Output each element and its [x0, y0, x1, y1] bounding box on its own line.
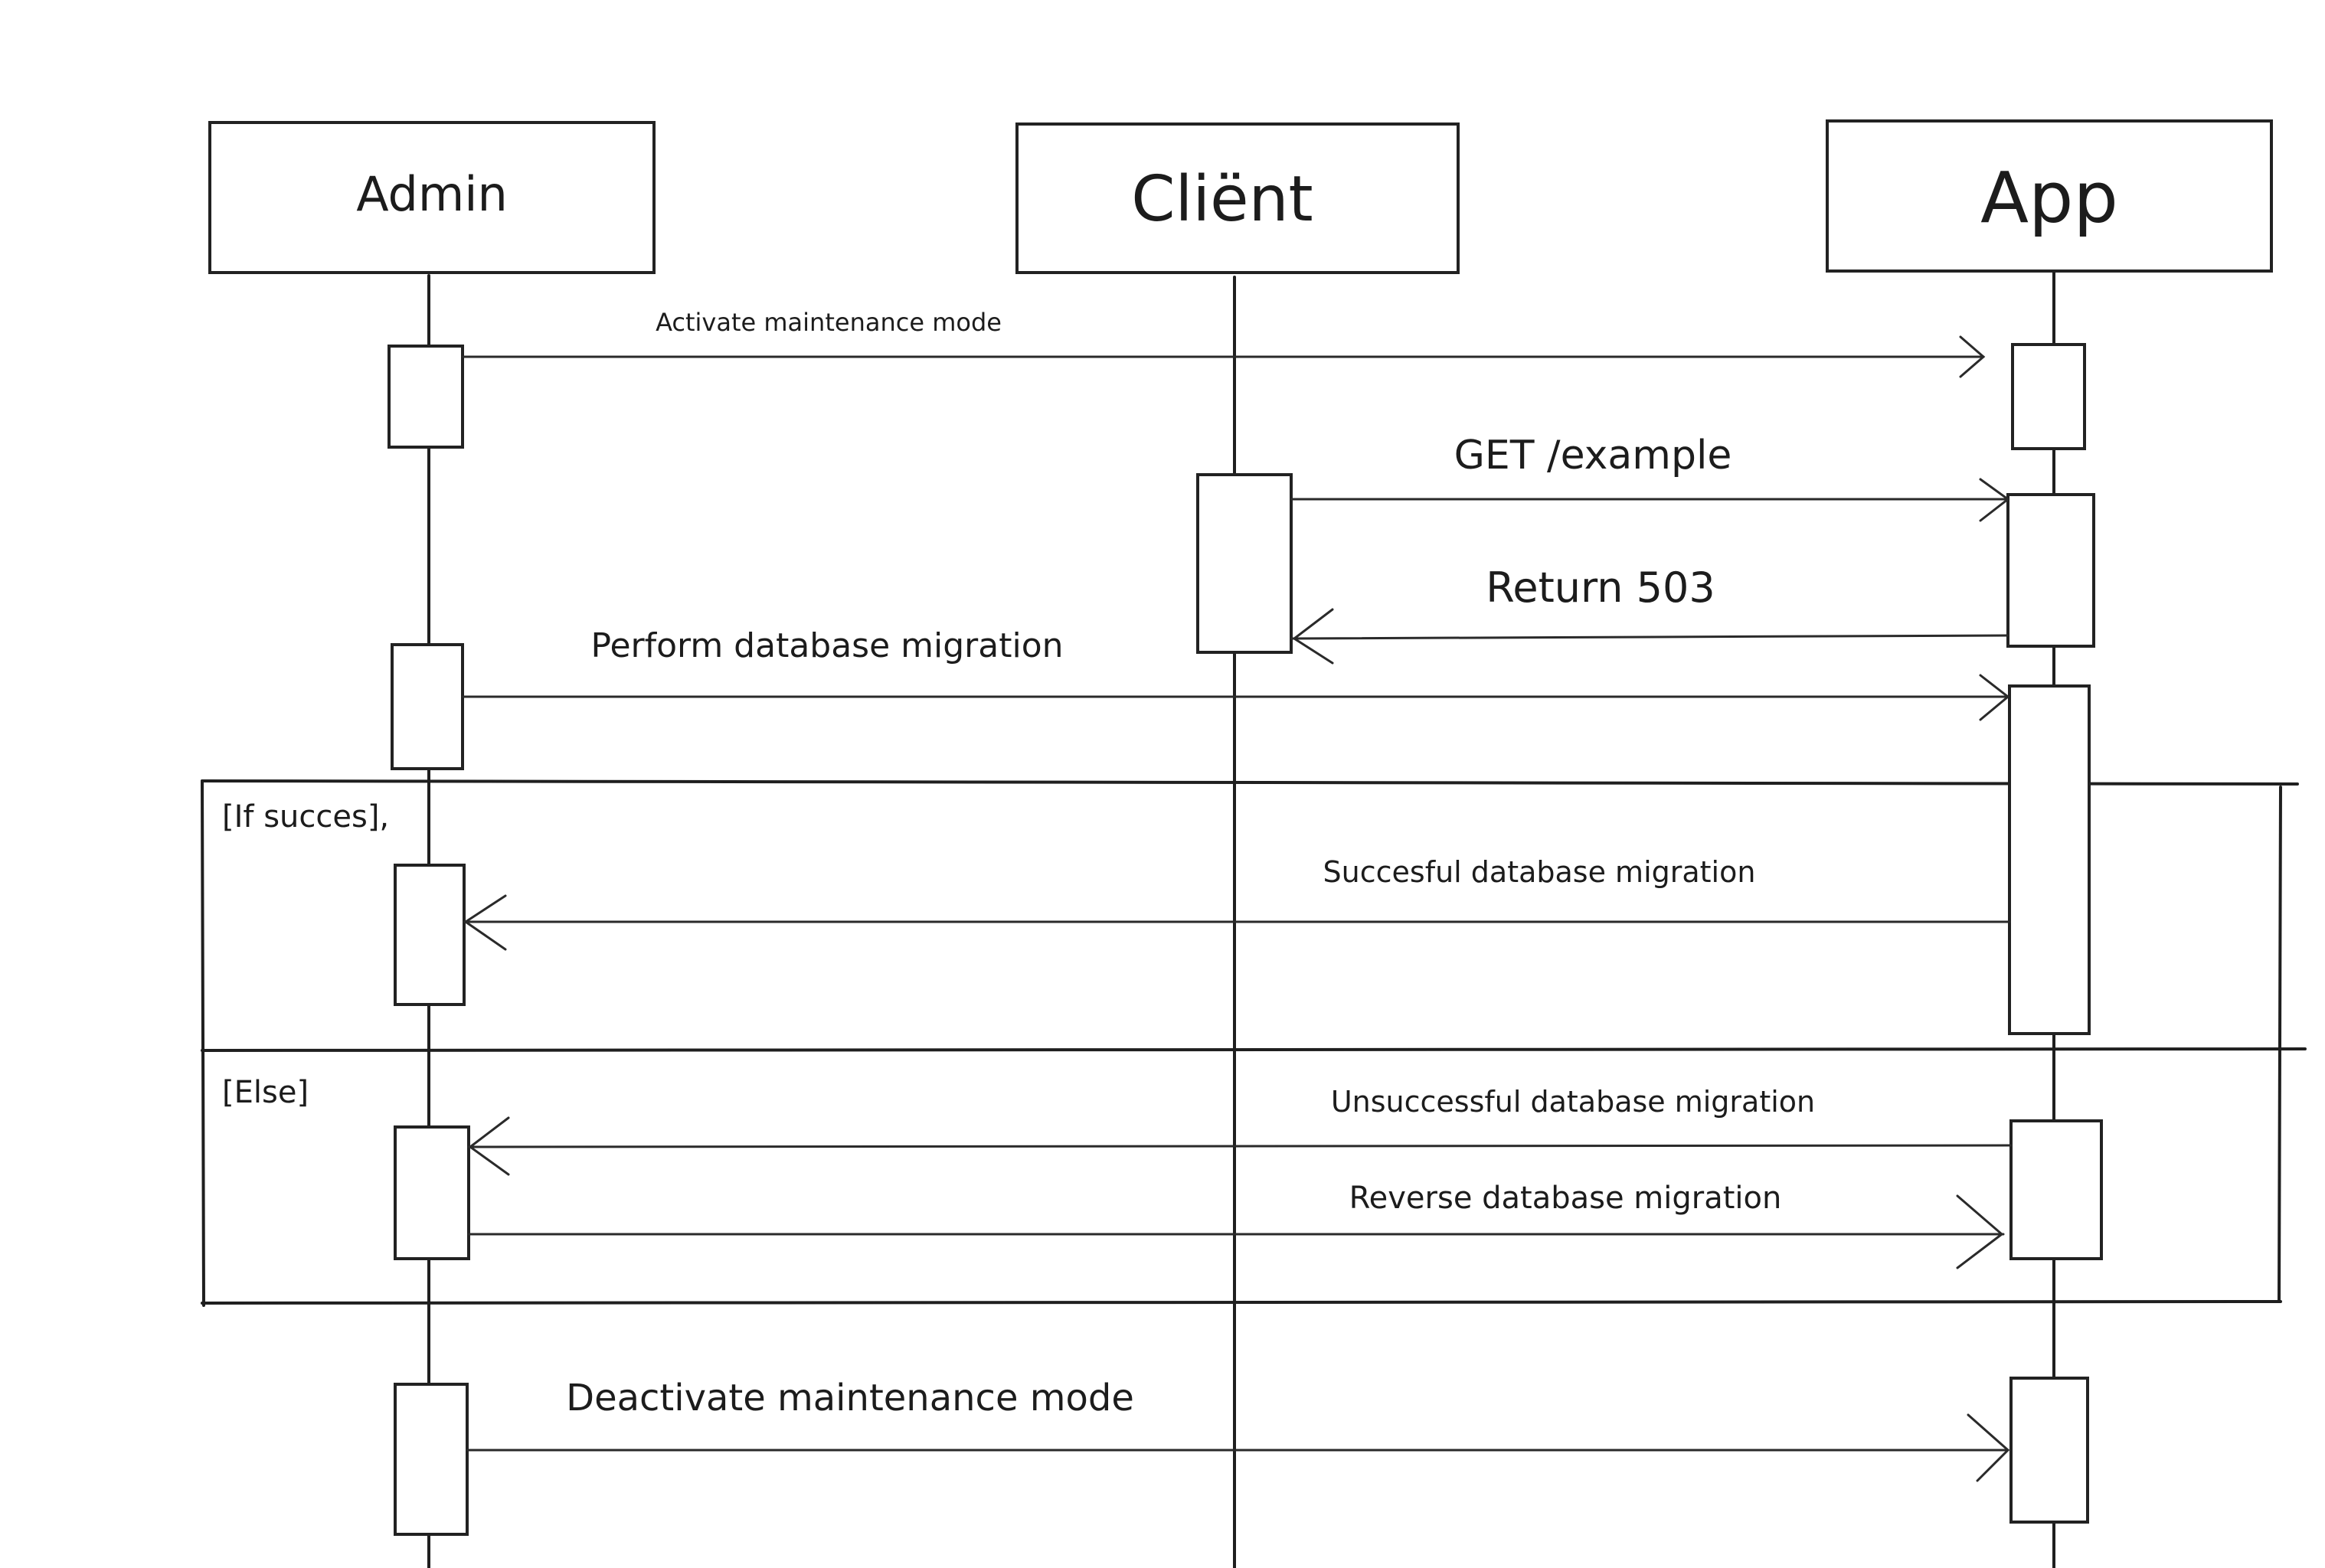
message-successful-migration: Succesful database migration [463, 855, 2011, 951]
message-get-label: GET /example [1454, 433, 1732, 479]
message-unsuccessful-migration: Unsuccessful database migration [467, 1085, 2013, 1176]
participant-client-label: Cliënt [1131, 163, 1313, 236]
message-reverse-migration: Reverse database migration [467, 1181, 2005, 1269]
participant-admin-label: Admin [356, 166, 508, 222]
activation-admin-2 [391, 643, 464, 770]
activation-app-3 [2008, 684, 2091, 1035]
message-get-example: GET /example [1290, 433, 2010, 522]
message-deactivate-maintenance: Deactivate maintenance mode [466, 1377, 2010, 1482]
activation-admin-3 [394, 864, 466, 1006]
activation-admin-1 [388, 345, 464, 449]
activation-app-5 [2009, 1377, 2089, 1524]
activation-admin-4 [394, 1125, 470, 1260]
activation-app-2 [2006, 493, 2095, 648]
message-unsuccessful-label: Unsuccessful database migration [1331, 1085, 1815, 1119]
participant-app: App [1826, 119, 2273, 273]
guard-else: [Else] [222, 1075, 309, 1110]
participant-admin: Admin [208, 121, 656, 274]
guard-if-success: [If succes], [222, 799, 389, 835]
message-return-503: Return 503 [1290, 564, 2009, 665]
message-perform-migration: Perform database migration [461, 626, 2010, 721]
message-deactivate-label: Deactivate maintenance mode [566, 1377, 1134, 1419]
participant-app-label: App [1980, 157, 2118, 239]
message-return-label: Return 503 [1486, 564, 1715, 612]
message-reverse-label: Reverse database migration [1349, 1181, 1782, 1216]
activation-client-1 [1196, 473, 1293, 654]
message-success-label: Succesful database migration [1323, 855, 1756, 889]
activation-app-4 [2009, 1119, 2103, 1260]
activation-app-1 [2011, 343, 2086, 450]
participant-client: Cliënt [1015, 122, 1460, 274]
activation-admin-5 [394, 1383, 469, 1536]
message-activate-maintenance: Activate maintenance mode [461, 308, 1986, 378]
message-activate-label: Activate maintenance mode [656, 308, 1002, 337]
message-perform-label: Perform database migration [590, 626, 1063, 665]
alt-fragment: [If succes], [Else] [201, 779, 2307, 1307]
